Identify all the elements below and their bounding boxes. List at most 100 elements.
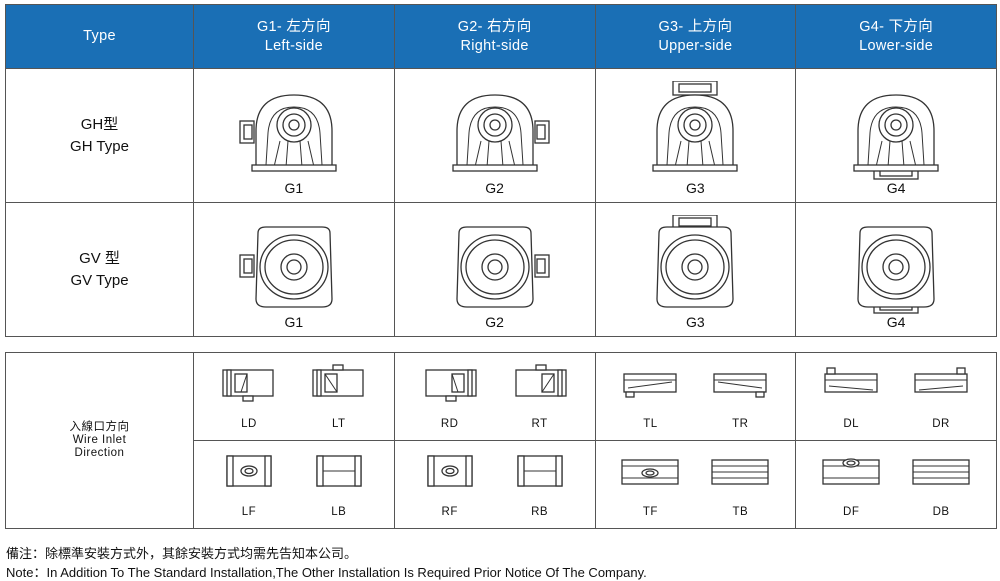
gh-type-cn: GH型 — [80, 115, 119, 133]
dr-motor-icon — [914, 366, 968, 393]
lt-label: LT — [332, 417, 346, 430]
wire-option-tr: TR — [705, 364, 775, 430]
wire-cell-df-db: DF DB — [795, 440, 997, 529]
header-g3-en: Upper-side — [658, 37, 733, 54]
gh-g3-code: G3 — [686, 180, 705, 196]
header-g2-en: Right-side — [460, 37, 529, 54]
gh-g3-cell: G3 — [594, 68, 797, 203]
header-g4-en: Lower-side — [859, 37, 934, 54]
lb-label: LB — [331, 505, 347, 518]
rt-motor-icon — [514, 363, 567, 397]
lf-label: LF — [241, 505, 257, 518]
gh-g2-cell: G2 — [393, 68, 596, 203]
gh-g1-drawing — [239, 94, 337, 172]
gv-g2-cell: G2 — [393, 202, 596, 337]
df-motor-icon — [822, 457, 880, 485]
gv-g3-code: G3 — [686, 314, 705, 330]
gv-type-cn: GV 型 — [79, 249, 120, 267]
rd-motor-icon — [425, 368, 477, 402]
tl-motor-icon — [623, 372, 678, 398]
header-g2-cn: G2- 右方向 — [457, 18, 532, 35]
wire-cell-rd-rt: RD RT — [393, 352, 596, 441]
wire-option-ld: LD — [214, 364, 284, 430]
wire-option-tb: TB — [705, 452, 775, 518]
wire-cell-ld-lt: LD LT — [193, 352, 395, 441]
header-g2: G2- 右方向 Right-side — [393, 4, 596, 69]
gv-type-label: GV 型 GV Type — [5, 202, 194, 337]
wire-option-rb: RB — [505, 452, 575, 518]
wire-option-dr: DR — [906, 364, 976, 430]
wire-option-df: DF — [816, 452, 886, 518]
gh-g4-drawing — [853, 94, 939, 180]
dl-label: DL — [843, 417, 860, 430]
rb-motor-icon — [516, 454, 563, 487]
wire-option-rd: RD — [415, 364, 485, 430]
gh-g4-cell: G4 — [795, 68, 997, 203]
rd-label: RD — [440, 417, 459, 430]
gv-g1-drawing — [239, 226, 333, 308]
tr-label: TR — [732, 417, 749, 430]
wire-option-lb: LB — [304, 452, 374, 518]
header-g1-en: Left-side — [264, 37, 324, 54]
gv-g2-drawing — [455, 226, 550, 308]
tf-motor-icon — [621, 458, 680, 485]
header-g3-cn: G3- 上方向 — [658, 18, 733, 35]
gh-g1-cell: G1 — [193, 68, 395, 203]
header-type: Type — [5, 4, 194, 69]
gv-type-en: GV Type — [70, 271, 129, 289]
db-label: DB — [932, 505, 950, 518]
header-g1: G1- 左方向 Left-side — [193, 4, 395, 69]
db-motor-icon — [912, 458, 970, 485]
df-label: DF — [843, 505, 860, 518]
gh-g1-code: G1 — [284, 180, 304, 196]
header-g4: G4- 下方向 Lower-side — [795, 4, 997, 69]
wire-option-db: DB — [906, 452, 976, 518]
gh-type-row: GH型 GH Type G1 G2 G3 G4 — [5, 68, 997, 203]
ld-motor-icon — [222, 368, 274, 402]
dr-label: DR — [932, 417, 950, 430]
gv-g2-code: G2 — [485, 314, 504, 330]
gv-g1-code: G1 — [284, 314, 304, 330]
gh-g2-drawing — [451, 94, 550, 172]
wire-inlet-cn: 入線口方向 — [69, 421, 130, 433]
lb-motor-icon — [316, 454, 362, 487]
gh-g4-code: G4 — [886, 180, 906, 196]
wire-cell-lf-lb: LF LB — [193, 440, 395, 529]
gh-type-en: GH Type — [70, 137, 129, 155]
wire-inlet-label: 入線口方向 Wire Inlet Direction — [5, 352, 194, 529]
gh-g3-drawing — [652, 81, 739, 172]
rf-label: RF — [441, 505, 458, 518]
header-g1-cn: G1- 左方向 — [256, 18, 331, 35]
header-type-label: Type — [83, 28, 116, 44]
gv-g3-cell: G3 — [594, 202, 797, 337]
tl-label: TL — [643, 417, 658, 430]
gv-g4-drawing — [857, 226, 935, 314]
wire-top-row: 入線口方向 Wire Inlet Direction LD LT RD RT T… — [5, 352, 997, 529]
wire-inlet-en2: Direction — [74, 447, 125, 459]
lt-motor-icon — [312, 363, 364, 397]
wire-inlet-table: 入線口方向 Wire Inlet Direction LD LT RD RT T… — [5, 352, 997, 529]
wire-cell-rf-rb: RF RB — [393, 440, 596, 529]
dl-motor-icon — [824, 366, 878, 393]
gh-type-label: GH型 GH Type — [5, 68, 194, 203]
wire-option-rt: RT — [505, 363, 575, 430]
ld-label: LD — [241, 417, 257, 430]
gv-g3-drawing — [656, 215, 735, 308]
rf-motor-icon — [427, 454, 473, 487]
wire-bottom-row: LF LB RF RB TF TB DF DB — [6, 440, 997, 529]
wire-cell-tf-tb: TF TB — [594, 440, 797, 529]
tb-label: TB — [732, 505, 749, 518]
wire-cell-tl-tr: TL TR — [594, 352, 797, 441]
gh-g2-code: G2 — [485, 180, 504, 196]
tr-motor-icon — [713, 372, 767, 398]
wire-option-dl: DL — [816, 364, 886, 430]
rb-label: RB — [531, 505, 549, 518]
header-g4-cn: G4- 下方向 — [859, 18, 934, 35]
wire-option-tf: TF — [615, 452, 685, 518]
wire-option-rf: RF — [415, 452, 485, 518]
lf-motor-icon — [226, 454, 272, 487]
wire-option-tl: TL — [615, 364, 685, 430]
